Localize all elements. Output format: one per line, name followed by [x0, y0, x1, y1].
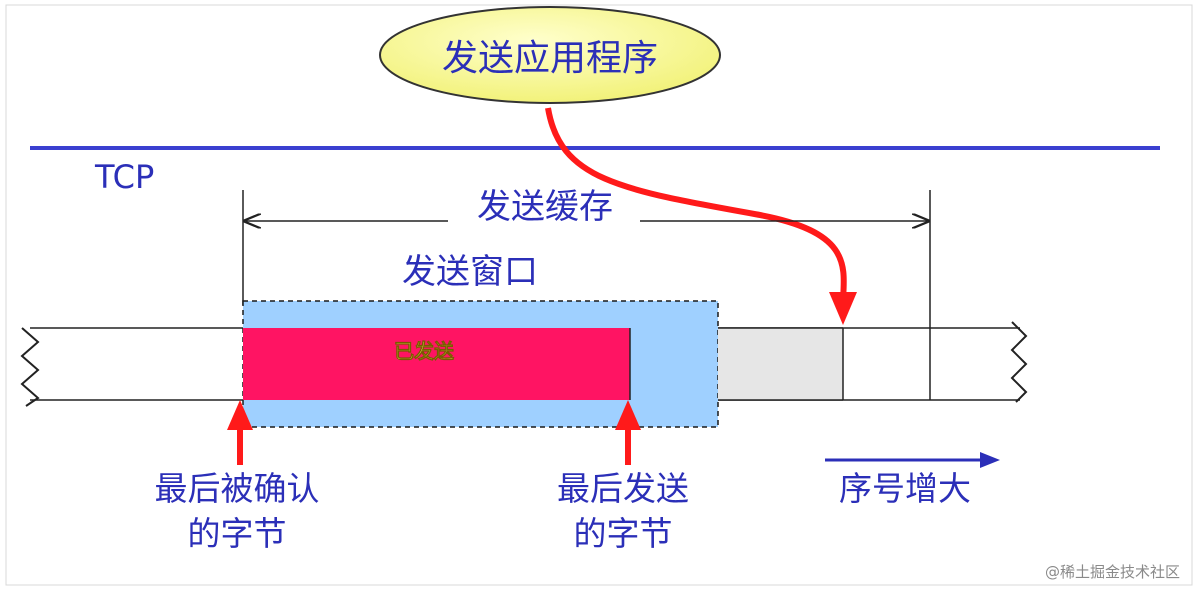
- left-break-mark: [20, 327, 40, 407]
- pending-bytes-region: [718, 328, 843, 400]
- last-sent-pointer-head: [615, 400, 641, 430]
- last-sent-label-line1: 最后发送: [557, 469, 689, 508]
- send-buffer-label: 发送缓存: [477, 187, 613, 227]
- send-window-label: 发送窗口: [402, 252, 538, 292]
- site-watermark: @稀土掘金技术社区: [1044, 563, 1180, 581]
- last-acked-pointer-head: [227, 400, 253, 430]
- last-acked-label-line2: 的字节: [188, 514, 287, 553]
- send-app-bubble: [379, 6, 721, 104]
- seq-increase-label: 序号增大: [839, 469, 971, 508]
- sent-label: 已发送: [394, 339, 455, 363]
- sent-bytes-region: [243, 328, 630, 400]
- last-acked-label-line1: 最后被确认: [155, 469, 320, 508]
- right-break-mark: [1010, 321, 1028, 403]
- seq-increase-arrowhead: [980, 452, 1000, 468]
- tcp-layer-label: TCP: [94, 158, 154, 196]
- send-app-label: 发送应用程序: [442, 38, 658, 79]
- app-to-buffer-arrowhead: [829, 292, 857, 325]
- last-sent-label-line2: 的字节: [574, 514, 673, 553]
- app-to-buffer-arrow: [545, 107, 847, 301]
- outer-frame: [5, 4, 1193, 586]
